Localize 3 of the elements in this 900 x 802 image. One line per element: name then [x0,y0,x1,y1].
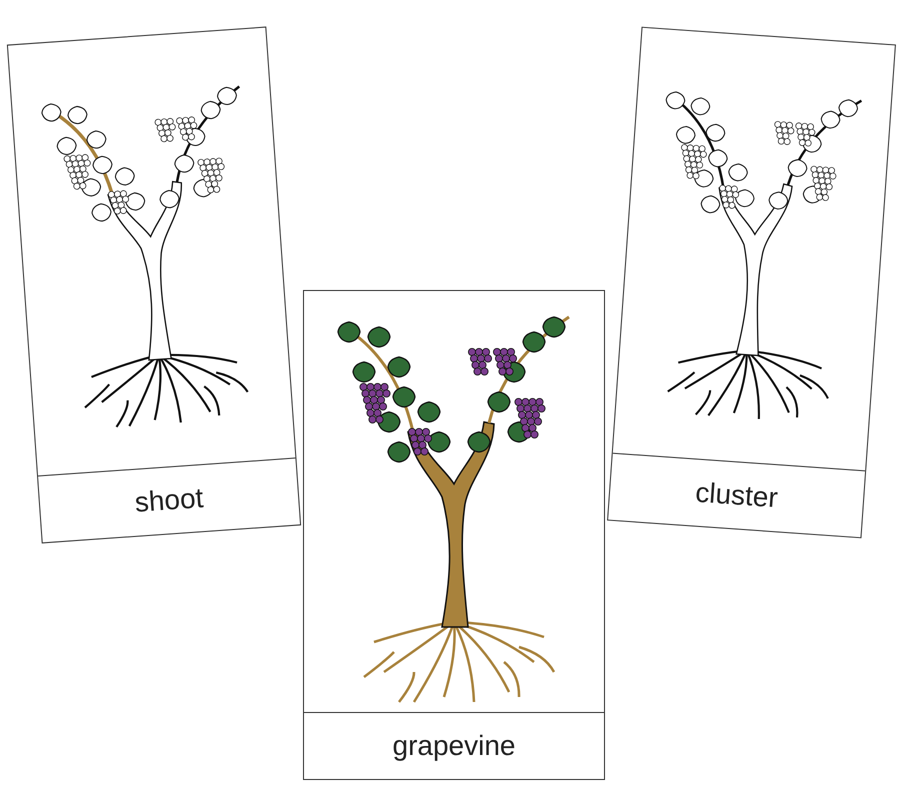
card-label: grapevine [392,730,516,762]
card-label: cluster [694,476,779,514]
card-label: shoot [134,482,204,519]
